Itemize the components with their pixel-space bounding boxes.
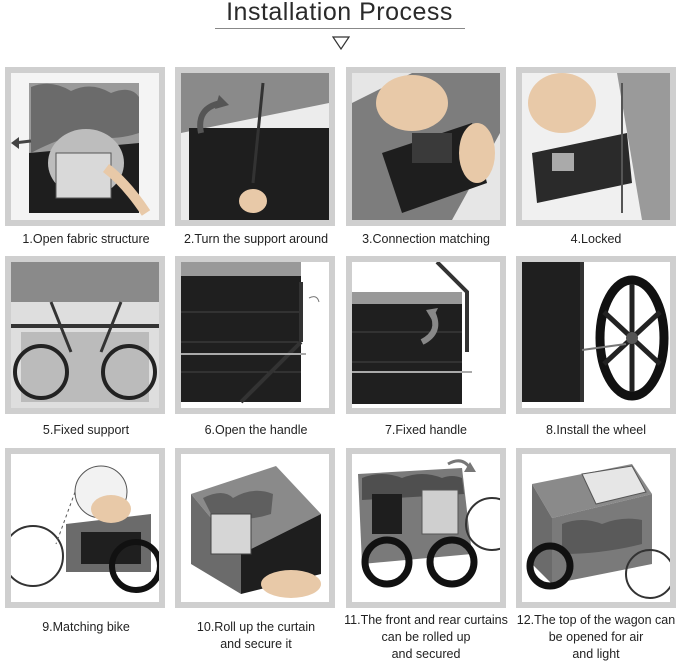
step-8-photo bbox=[516, 256, 676, 414]
step-4-photo bbox=[516, 67, 676, 226]
step-9-caption: 9.Matching bike bbox=[42, 620, 130, 634]
step-10-photo bbox=[175, 448, 335, 608]
step-11-photo bbox=[346, 448, 506, 608]
step-3-caption: 3.Connection matching bbox=[362, 232, 490, 246]
step-5-caption: 5.Fixed support bbox=[42, 423, 130, 437]
step-3-photo bbox=[346, 67, 506, 226]
step-7-caption: 7.Fixed handle bbox=[384, 423, 467, 437]
step-4-caption: 4.Locked bbox=[570, 232, 622, 246]
step-5-photo bbox=[5, 256, 165, 414]
step-1-photo bbox=[5, 67, 165, 226]
step-9-photo bbox=[5, 448, 165, 608]
step-8-caption: 8.Install the wheel bbox=[545, 423, 647, 437]
step-2-caption: 2.Turn the support around bbox=[183, 232, 329, 246]
step-7-photo bbox=[346, 256, 506, 414]
step-6-caption: 6.Open the handle bbox=[204, 423, 308, 437]
step-12-photo bbox=[516, 448, 676, 608]
page-title: Installation Process bbox=[226, 0, 453, 26]
step-1-caption: 1.Open fabric structure bbox=[22, 232, 150, 246]
step-6-photo bbox=[175, 256, 335, 414]
title-rule bbox=[215, 28, 465, 29]
triangle-down-icon bbox=[332, 36, 350, 50]
step-2-photo bbox=[175, 67, 335, 226]
